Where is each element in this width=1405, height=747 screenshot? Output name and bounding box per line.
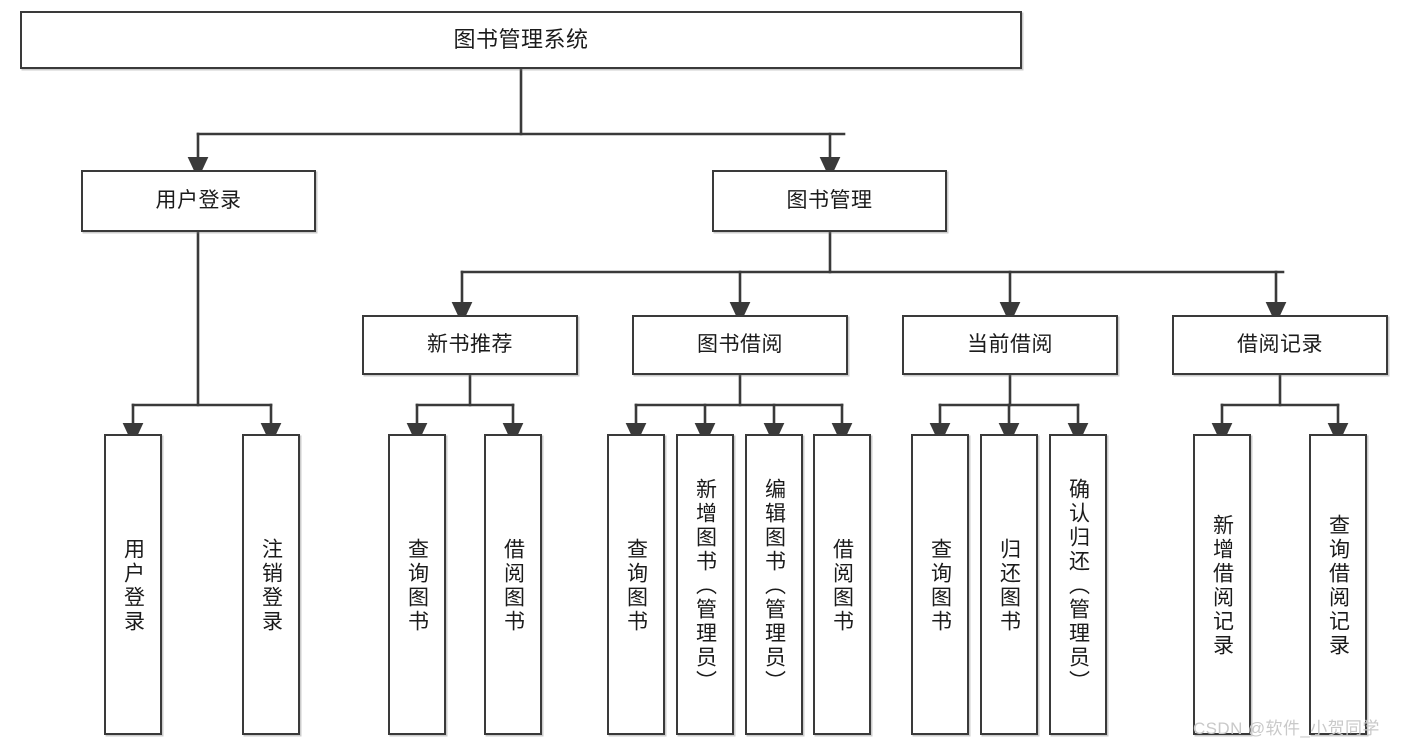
node-label: 当前借阅 xyxy=(967,332,1053,356)
node-label: 归还图书 xyxy=(997,537,1021,634)
node-label: 新增借阅记录 xyxy=(1210,513,1234,658)
node-user-login[interactable]: 用户登录 xyxy=(81,170,316,232)
node-current-borrow[interactable]: 当前借阅 xyxy=(902,315,1118,375)
node-label: 图书管理系统 xyxy=(453,27,589,53)
node-label: 借阅图书 xyxy=(830,537,854,634)
leaf-record-query-record[interactable]: 查询借阅记录 xyxy=(1309,434,1367,735)
leaf-current-return-book[interactable]: 归还图书 xyxy=(980,434,1038,735)
node-label: 用户登录 xyxy=(121,537,145,634)
csdn-watermark: CSDN @软件_小贺同学 xyxy=(1193,719,1380,738)
node-label: 编辑图书（管理员） xyxy=(762,477,786,694)
leaf-borrow-add-book-admin[interactable]: 新增图书（管理员） xyxy=(676,434,734,735)
leaf-record-add-record[interactable]: 新增借阅记录 xyxy=(1193,434,1251,735)
node-label: 查询图书 xyxy=(405,537,429,634)
leaf-borrow-query-book[interactable]: 查询图书 xyxy=(607,434,665,735)
node-label: 借阅图书 xyxy=(501,537,525,634)
leaf-new-book-query-book[interactable]: 查询图书 xyxy=(388,434,446,735)
node-label: 查询图书 xyxy=(624,537,648,634)
node-label: 用户登录 xyxy=(155,188,242,212)
leaf-current-query-book[interactable]: 查询图书 xyxy=(911,434,969,735)
leaf-current-confirm-return-admin[interactable]: 确认归还（管理员） xyxy=(1049,434,1107,735)
node-label: 新增图书（管理员） xyxy=(693,477,717,694)
node-label: 新书推荐 xyxy=(427,332,513,356)
node-book-borrow[interactable]: 图书借阅 xyxy=(632,315,848,375)
node-label: 查询图书 xyxy=(928,537,952,634)
leaf-logout[interactable]: 注销登录 xyxy=(242,434,300,735)
node-label: 注销登录 xyxy=(259,537,283,634)
node-book-management[interactable]: 图书管理 xyxy=(712,170,947,232)
node-label: 借阅记录 xyxy=(1237,332,1323,356)
node-root-system[interactable]: 图书管理系统 xyxy=(20,11,1022,69)
leaf-user-login[interactable]: 用户登录 xyxy=(104,434,162,735)
leaf-borrow-edit-book-admin[interactable]: 编辑图书（管理员） xyxy=(745,434,803,735)
node-label: 图书借阅 xyxy=(697,332,783,356)
node-new-book-recommend[interactable]: 新书推荐 xyxy=(362,315,578,375)
leaf-new-book-borrow-book[interactable]: 借阅图书 xyxy=(484,434,542,735)
node-label: 图书管理 xyxy=(786,188,873,212)
node-label: 查询借阅记录 xyxy=(1326,513,1350,658)
node-borrow-record[interactable]: 借阅记录 xyxy=(1172,315,1388,375)
leaf-borrow-borrow-book[interactable]: 借阅图书 xyxy=(813,434,871,735)
node-label: 确认归还（管理员） xyxy=(1066,477,1090,694)
